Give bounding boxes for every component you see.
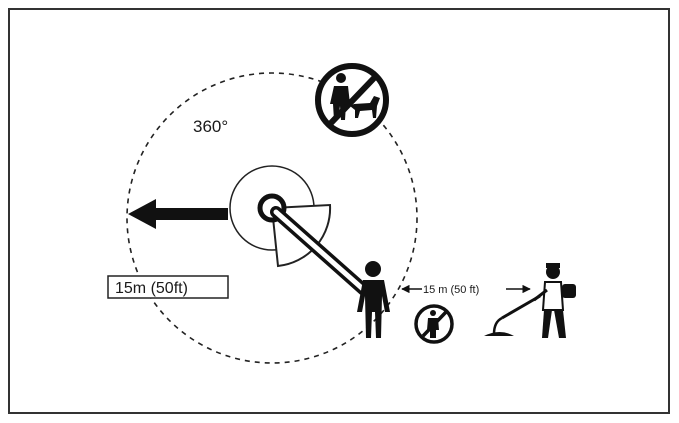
radius-arrow (128, 199, 228, 229)
safety-zone-circle (126, 72, 418, 364)
radius-label: 15m (50ft) (115, 280, 188, 297)
radius-label-box: 15m (50ft) (107, 275, 229, 299)
angle-label: 360° (193, 117, 228, 136)
operator-with-trimmer-icon (484, 263, 576, 338)
separation-dimension: 15 m (50 ft) (401, 284, 531, 296)
bystander-figure-icon (357, 261, 390, 338)
trimmer-head-icon (229, 165, 370, 296)
no-people-or-animals-icon (315, 63, 389, 137)
no-bystanders-icon (414, 304, 454, 344)
separation-label: 15 m (50 ft) (423, 284, 479, 296)
